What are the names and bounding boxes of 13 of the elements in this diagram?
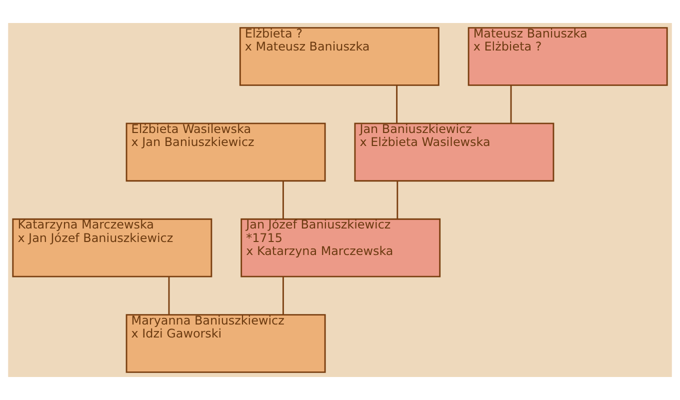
node-box: Mateusz Baniuszka x Elżbieta ? xyxy=(468,27,668,86)
node-box: Katarzyna Marczewska x Jan Józef Baniuszkiewicz xyxy=(12,218,212,278)
node-box: Maryanna Baniuszkiewicz x Idzi Gaworski xyxy=(126,314,326,373)
node-box: Jan Józef Baniuszkiewicz *1715 x Katarzyna Marczewska xyxy=(240,218,441,278)
connector xyxy=(282,180,284,219)
connector xyxy=(510,85,512,124)
connector xyxy=(168,276,170,314)
node-box: Elżbieta Wasilewska x Jan Baniuszkiewicz xyxy=(126,122,326,182)
connector xyxy=(282,276,284,314)
node-box: Elżbieta ? x Mateusz Baniuszka xyxy=(239,27,440,86)
connector xyxy=(396,85,398,124)
connector xyxy=(396,180,398,219)
node-box: Jan Baniuszkiewicz x Elżbieta Wasilewska xyxy=(354,122,554,182)
